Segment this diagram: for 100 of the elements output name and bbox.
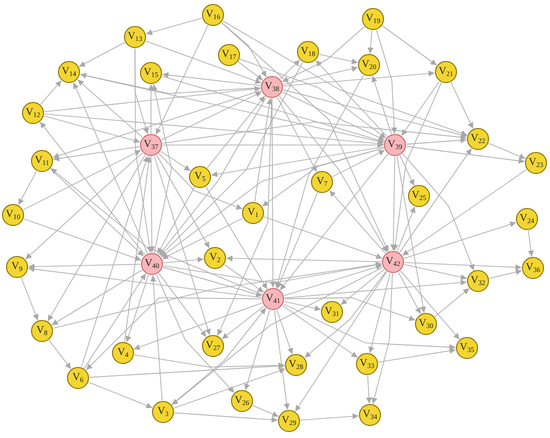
arrow xyxy=(52,146,140,162)
arrow xyxy=(40,80,62,105)
arrow xyxy=(44,114,384,146)
vertex-circle xyxy=(141,253,163,275)
vertex-label: V$_{9}$ xyxy=(11,262,23,272)
vertex-circle xyxy=(202,335,224,357)
vertex-circle xyxy=(522,257,544,279)
arrow xyxy=(392,82,442,251)
vertex-label: V$_{26}$ xyxy=(234,396,250,406)
arrow xyxy=(173,368,286,409)
arrow xyxy=(278,96,388,252)
arrow xyxy=(270,98,276,288)
arrow xyxy=(221,22,389,252)
vertex-label: V$_{15}$ xyxy=(144,68,158,78)
vertex-circle xyxy=(358,54,380,76)
arrow xyxy=(280,154,388,290)
arrow xyxy=(162,72,261,86)
vertex-label: V$_{19}$ xyxy=(366,14,380,24)
vertex-label: V$_{11}$ xyxy=(34,156,50,166)
vertex-label: V$_{23}$ xyxy=(528,158,544,168)
vertex-circle xyxy=(382,251,404,273)
arrow xyxy=(222,20,468,136)
vertex-circle xyxy=(359,404,381,426)
arrow xyxy=(488,143,526,160)
arrow xyxy=(399,148,472,253)
arrow xyxy=(160,148,384,258)
arrow xyxy=(402,169,527,256)
vertex-label: V$_{28}$ xyxy=(288,360,304,370)
vertex-label: V$_{2}$ xyxy=(209,252,221,264)
arrow xyxy=(174,412,278,423)
arrow xyxy=(162,262,382,284)
arrow xyxy=(402,153,474,271)
vertex-label: V$_{14}$ xyxy=(62,66,76,78)
arrow xyxy=(304,270,386,358)
arrow xyxy=(404,222,516,259)
arrow xyxy=(254,98,272,202)
vertex-label: V$_{25}$ xyxy=(412,190,426,202)
arrow xyxy=(398,272,421,314)
arrow xyxy=(396,206,416,252)
vertex-label: V$_{27}$ xyxy=(206,340,220,352)
vertex-circle xyxy=(189,166,211,188)
vertex-label: V$_{32}$ xyxy=(470,276,486,286)
arrow xyxy=(274,310,290,410)
arrow xyxy=(84,273,146,369)
arrow xyxy=(206,186,268,290)
arrow xyxy=(280,60,300,80)
arrow xyxy=(48,340,72,370)
vertex-label: V$_{16}$ xyxy=(206,10,220,20)
arrow xyxy=(162,266,262,298)
vertex-circle xyxy=(6,256,28,278)
vertex-label: V$_{35}$ xyxy=(460,342,474,354)
arrow xyxy=(77,79,143,138)
vertex-label: V$_{1}$ xyxy=(247,208,259,218)
arrow xyxy=(172,266,384,406)
vertex-label: V$_{12}$ xyxy=(26,108,40,118)
arrow xyxy=(28,264,141,270)
arrow xyxy=(162,76,384,143)
arrow xyxy=(150,275,163,401)
arrow xyxy=(282,304,456,350)
vertex-circle xyxy=(140,62,162,84)
vertex-circle xyxy=(58,61,80,83)
vertex-circle xyxy=(218,44,240,66)
arrow xyxy=(162,122,467,144)
vertex-circle xyxy=(22,102,44,124)
arrow xyxy=(217,98,272,336)
arrow xyxy=(162,218,244,260)
arrow xyxy=(390,156,396,251)
vertex-label: V$_{41}$ xyxy=(266,294,280,304)
vertex-circle xyxy=(242,202,264,224)
arrow xyxy=(400,270,460,340)
arrow xyxy=(315,60,388,137)
vertex-label: V$_{22}$ xyxy=(470,134,486,144)
vertex-label: V$_{31}$ xyxy=(324,306,340,318)
vertex-label: V$_{4}$ xyxy=(117,348,129,358)
arrow xyxy=(404,264,468,280)
arrow xyxy=(89,363,285,378)
arrow xyxy=(282,66,358,85)
arrow xyxy=(284,264,382,296)
arrow xyxy=(80,74,384,144)
vertex-circle xyxy=(204,247,226,269)
vertex-circle xyxy=(112,342,134,364)
arrow xyxy=(282,89,468,138)
arrow xyxy=(252,405,279,417)
arrow xyxy=(133,302,263,350)
arrow xyxy=(276,96,318,172)
vertex-label: V$_{5}$ xyxy=(194,172,206,182)
arrow xyxy=(404,262,522,270)
arrow xyxy=(262,148,384,207)
vertex-circle xyxy=(311,171,333,193)
vertex-label: V$_{7}$ xyxy=(316,176,328,188)
vertex-circle xyxy=(525,152,547,174)
arrow xyxy=(329,190,386,254)
arrow xyxy=(277,192,318,289)
arrow xyxy=(406,146,525,164)
vertex-label: V$_{20}$ xyxy=(362,60,376,70)
arrow xyxy=(157,186,195,254)
arrow xyxy=(47,154,146,322)
arrow xyxy=(52,262,382,329)
arrow xyxy=(158,272,207,338)
arrow xyxy=(154,156,211,336)
